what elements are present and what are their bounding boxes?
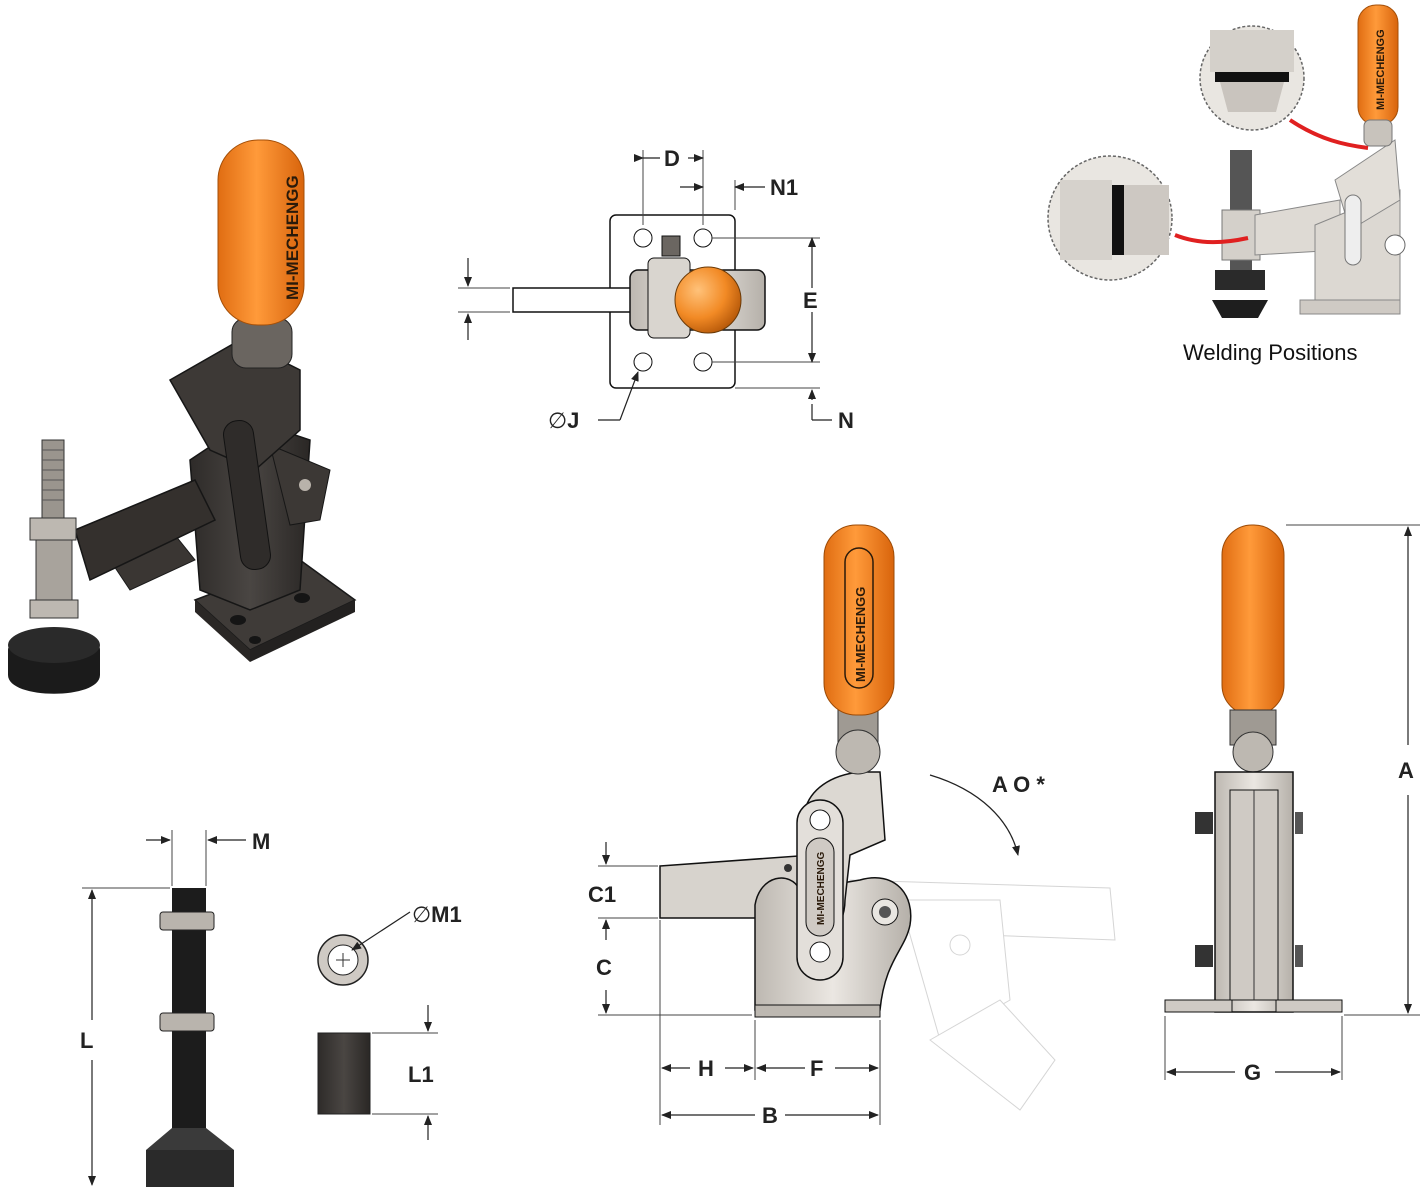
- label-G: G: [1244, 1060, 1261, 1085]
- clamp-3d-view: MI-MECHENGG: [8, 139, 357, 694]
- spindle-drawing: M L: [80, 829, 270, 1187]
- label-N: N: [838, 408, 854, 433]
- label-AO: A O *: [992, 772, 1045, 797]
- spacer-drawing: ∅M1 L1: [317, 902, 462, 1140]
- handle-brand-3d: MI-MECHENGG: [283, 175, 302, 300]
- label-E: E: [803, 288, 818, 313]
- label-F: F: [810, 1056, 823, 1081]
- label-A: A: [1398, 758, 1414, 783]
- label-B: B: [762, 1103, 778, 1128]
- label-M1: ∅M1: [412, 902, 462, 927]
- link-brand: MI-MECHENGG: [816, 851, 827, 925]
- side-view: [1164, 524, 1343, 1013]
- label-N1: N1: [770, 175, 798, 200]
- handle-brand-front: MI-MECHENGG: [853, 587, 868, 682]
- front-view: MI-MECHENGG MI-MECHENGG A O *: [659, 524, 1116, 1111]
- label-M: M: [252, 829, 270, 854]
- label-L1: L1: [408, 1062, 434, 1087]
- top-view: [512, 214, 766, 389]
- welding-positions: MI-MECHENGG Welding Positions: [1047, 4, 1406, 365]
- label-D: D: [664, 146, 680, 171]
- side-view-dimensions: A G: [1164, 524, 1420, 1085]
- label-J: ∅J: [548, 408, 579, 433]
- open-position-ghost: [849, 879, 1116, 1111]
- label-L: L: [80, 1028, 93, 1053]
- label-C1: C1: [588, 882, 616, 907]
- label-C: C: [596, 955, 612, 980]
- front-view-dimensions: C1 C H F B: [588, 842, 881, 1128]
- top-view-dimensions: D N1 E N ∅J: [458, 146, 854, 433]
- welding-caption: Welding Positions: [1183, 340, 1357, 365]
- label-H: H: [698, 1056, 714, 1081]
- handle-brand-weld: MI-MECHENGG: [1375, 29, 1387, 110]
